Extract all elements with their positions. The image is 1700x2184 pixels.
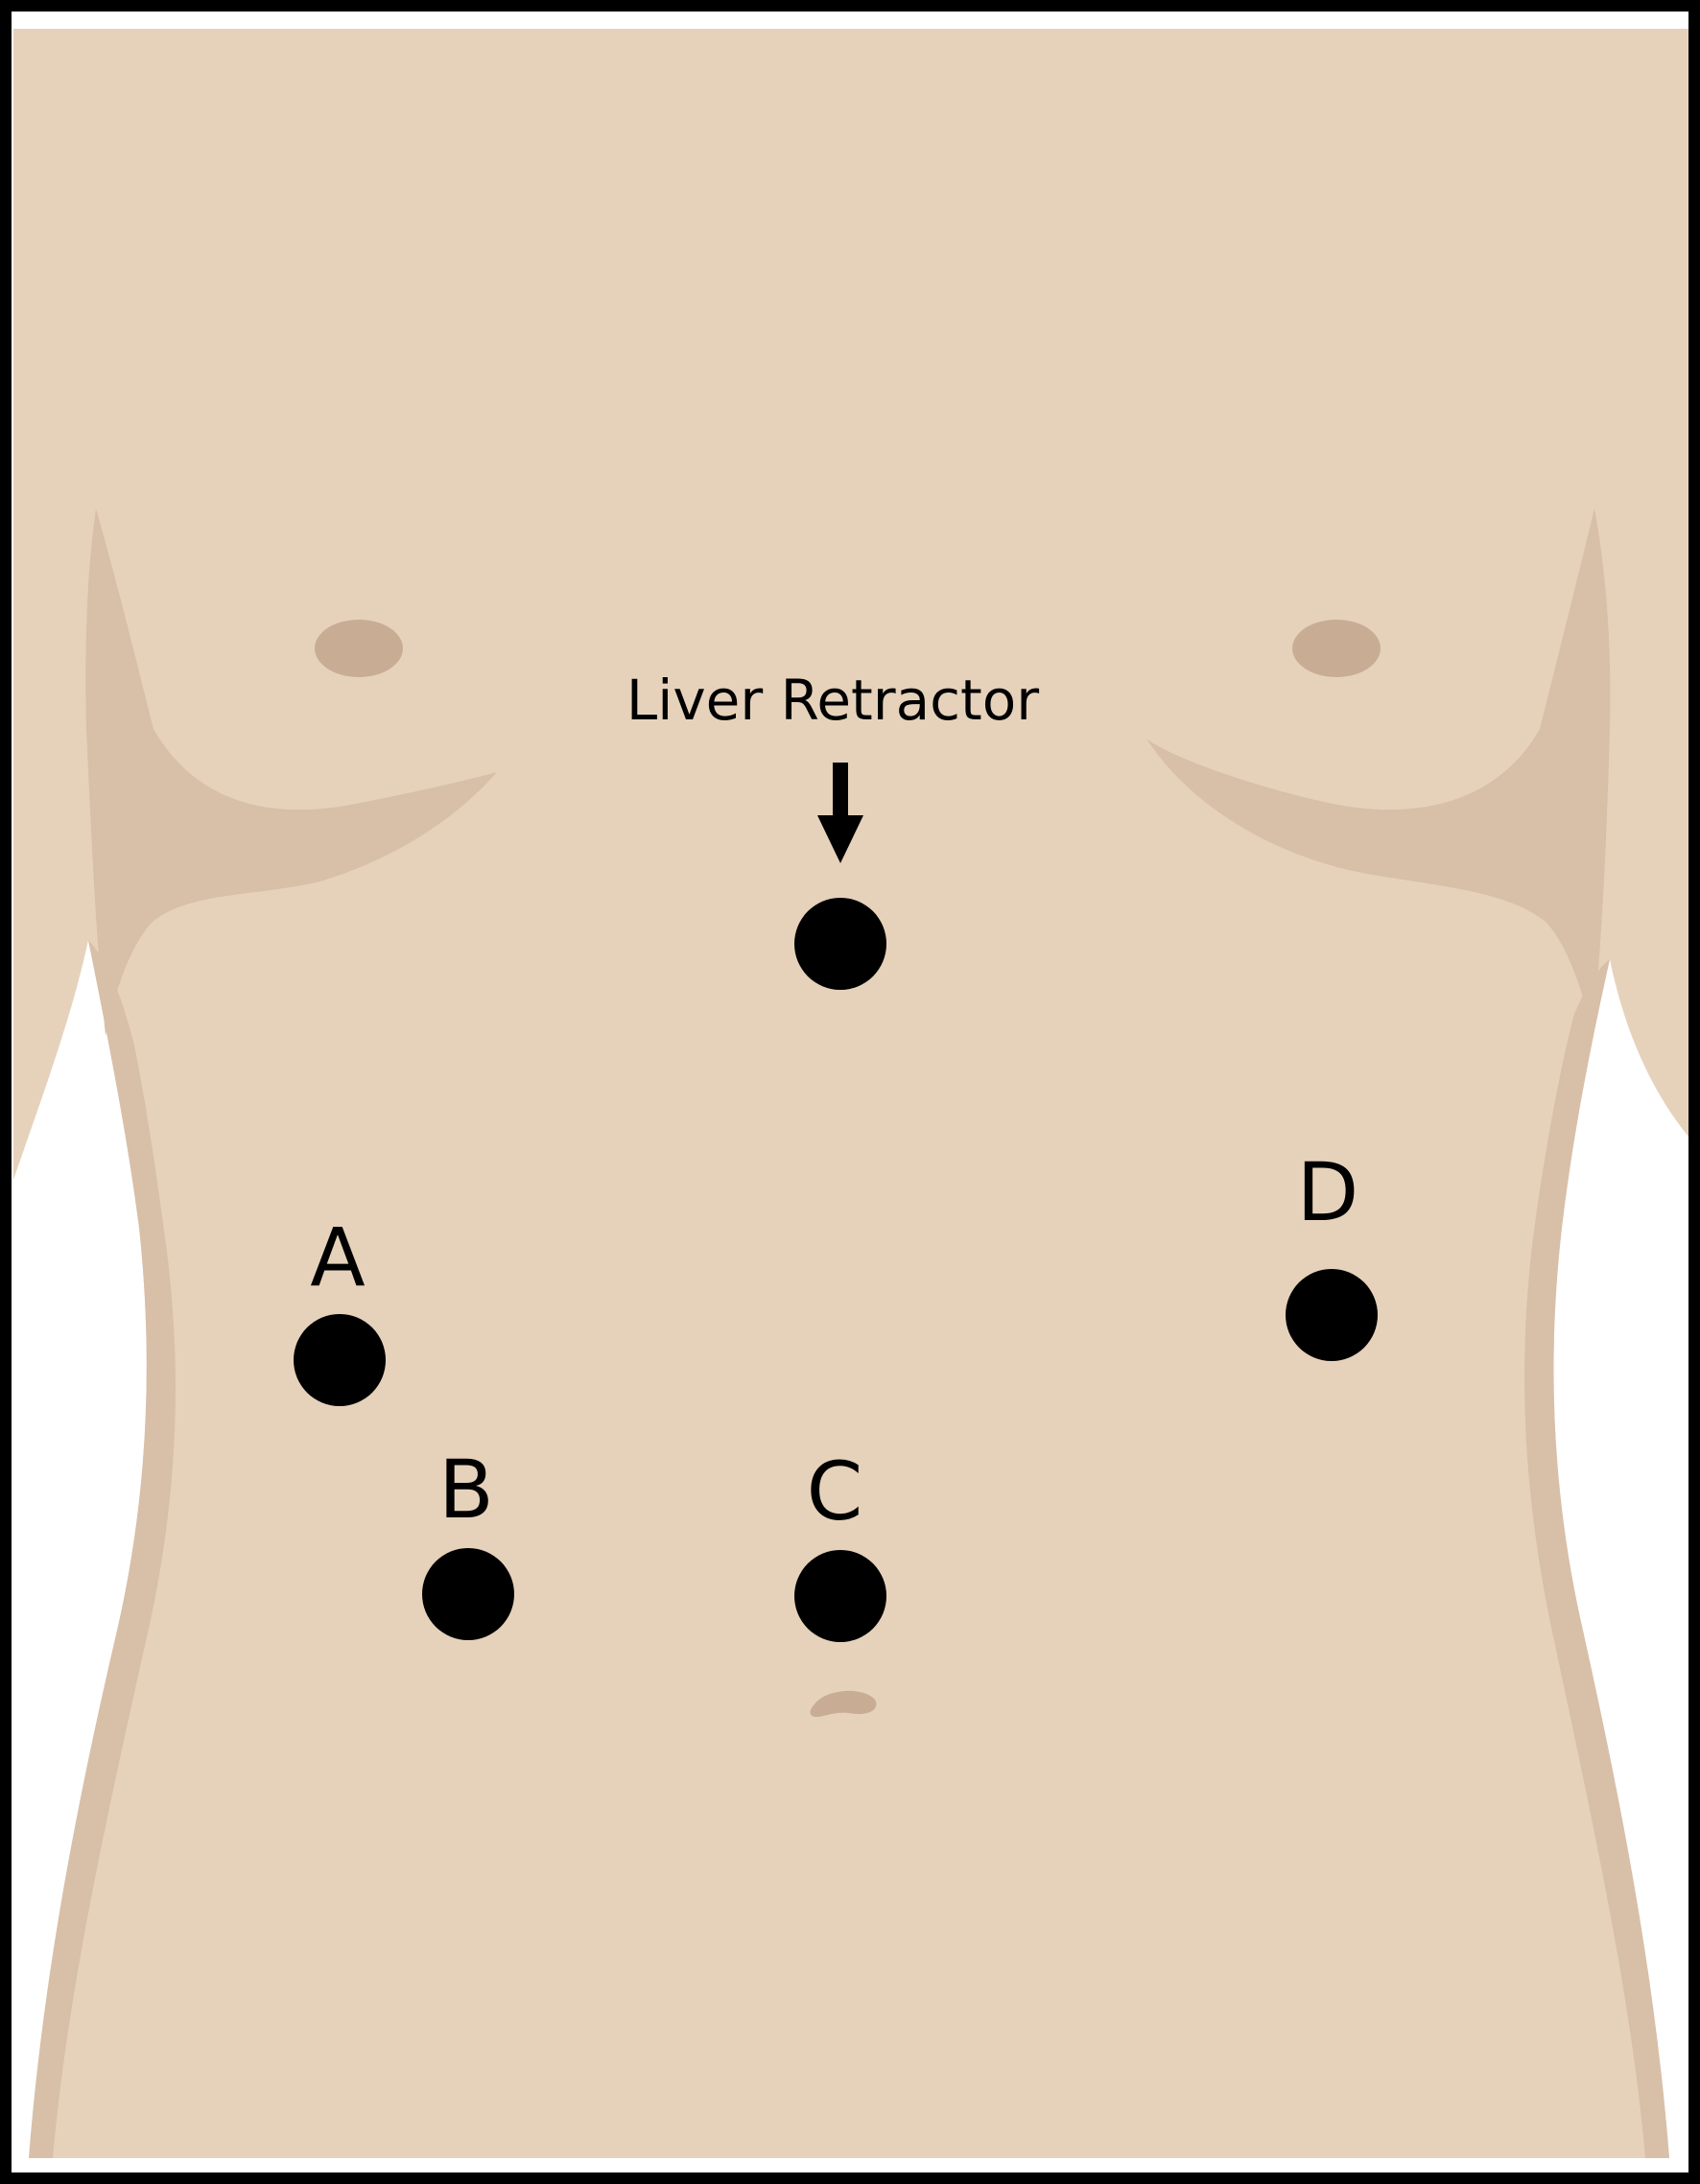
navel bbox=[810, 1690, 877, 1717]
port-c bbox=[794, 1550, 886, 1642]
left-waist-shadow bbox=[29, 940, 176, 2158]
port-d-label: D bbox=[1297, 1145, 1359, 1239]
port-b bbox=[422, 1548, 514, 1640]
port-a bbox=[294, 1314, 386, 1406]
right-chest-shadow bbox=[1146, 508, 1611, 1036]
port-c-label: C bbox=[807, 1444, 863, 1538]
torso-body bbox=[13, 29, 1688, 2158]
liver-retractor-label: Liver Retractor bbox=[626, 668, 1039, 733]
port-d bbox=[1286, 1269, 1378, 1361]
right-waist-shadow bbox=[1524, 959, 1669, 2158]
left-chest-shadow bbox=[85, 508, 497, 1036]
port-a-label: A bbox=[310, 1210, 365, 1304]
torso-illustration bbox=[13, 29, 1688, 2158]
liver-retractor-callout: Liver Retractor bbox=[626, 668, 1039, 863]
arrow-down-icon bbox=[817, 763, 863, 863]
port-b-label: B bbox=[438, 1443, 494, 1537]
port-markers: A B C D bbox=[294, 898, 1378, 1642]
right-nipple bbox=[1292, 620, 1381, 677]
left-nipple bbox=[315, 620, 403, 677]
port-retractor bbox=[794, 898, 886, 990]
